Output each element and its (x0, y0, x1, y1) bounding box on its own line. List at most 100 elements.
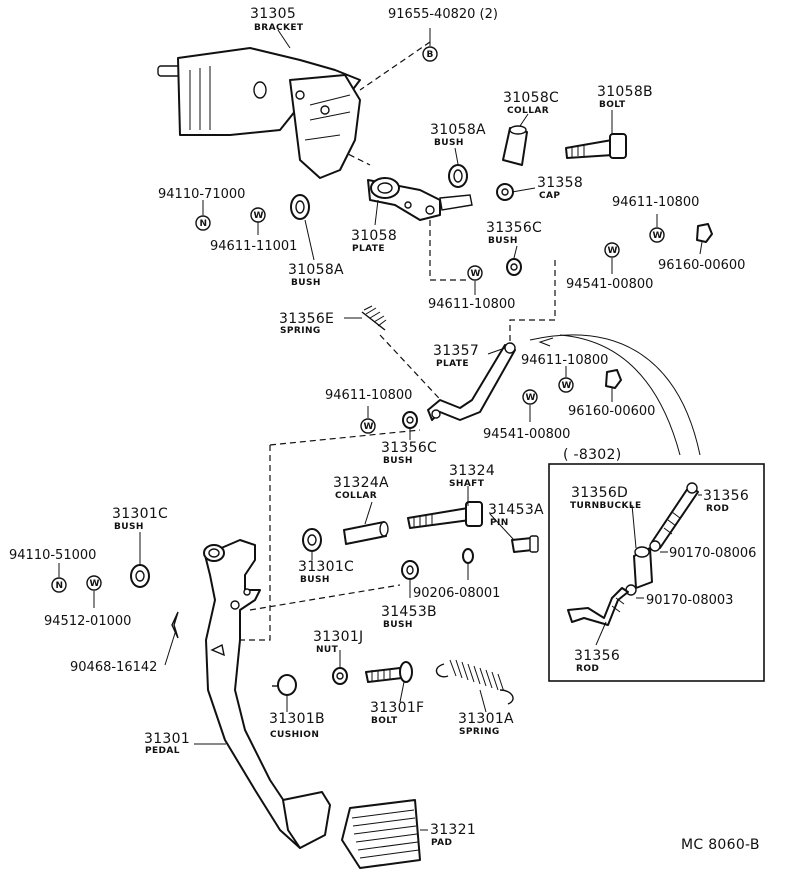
bush-31356c-top (506, 258, 522, 276)
marker-w-text: W (653, 231, 663, 241)
shaft-31324 (407, 501, 483, 529)
label-94611-10800-d: 94611-10800 (325, 388, 412, 403)
nut-96160-00600-b (605, 369, 622, 389)
label-31058a-bot: 31058A (288, 262, 344, 278)
marker-n-text: N (200, 219, 208, 229)
label-94541-00800-a: 94541-00800 (566, 277, 653, 292)
label-91655-40820: 91655-40820 (2) (388, 7, 498, 22)
marker-w-icon (649, 227, 665, 243)
marker-w-icon (86, 575, 102, 591)
label-31301j: 31301J (313, 629, 363, 645)
label-31356-bot-name: ROD (576, 664, 599, 674)
label-31356d-name: TURNBUCKLE (570, 501, 642, 511)
bush-31058a-upper (448, 164, 468, 188)
spring-31301a (435, 659, 514, 705)
inset-range-label: ( -8302) (563, 447, 621, 463)
part-labels: 31305 BRACKET 91655-40820 (2) 31058C COL… (9, 6, 760, 853)
pin-31453a (511, 535, 539, 553)
label-31356e-name: SPRING (280, 326, 321, 336)
label-31356-top: 31356 (703, 488, 749, 504)
marker-w-text: W (471, 269, 481, 279)
pad-31321 (341, 799, 421, 869)
label-31301f: 31301F (370, 700, 424, 716)
label-31058b-name: BOLT (599, 100, 626, 110)
label-31058-name: PLATE (352, 244, 385, 254)
bolt-31058b (565, 133, 627, 159)
label-31301b: 31301B (269, 711, 325, 727)
label-94611-11001: 94611-11001 (210, 239, 297, 254)
marker-w-text: W (608, 246, 618, 256)
marker-w-text: W (562, 381, 572, 391)
label-31453a-name: PIN (490, 518, 509, 528)
bush-31453b (401, 560, 419, 580)
label-31356e: 31356E (279, 311, 334, 327)
label-31301c-left: 31301C (112, 506, 168, 522)
label-31453b: 31453B (381, 604, 437, 620)
label-96160-00600-b: 96160-00600 (568, 404, 655, 419)
label-31321: 31321 (430, 822, 476, 838)
marker-w-icon (522, 389, 538, 405)
label-31301a-name: SPRING (459, 727, 500, 737)
label-31356c-top: 31356C (486, 220, 542, 236)
symbol-markers: B N W W W W W W W N W (51, 46, 665, 593)
label-31301b-name: CUSHION (270, 730, 319, 740)
label-31324a: 31324A (333, 475, 389, 491)
label-31356d: 31356D (571, 485, 628, 501)
label-31356c-top-name: BUSH (488, 236, 518, 246)
cap-31358 (496, 183, 514, 201)
label-90206-08001: 90206-08001 (413, 586, 500, 601)
marker-w-icon (604, 242, 620, 258)
bolt-31301f (365, 661, 413, 683)
clip-90468-16142 (171, 611, 179, 639)
marker-n-text: N (56, 581, 64, 591)
marker-b-text: B (427, 50, 434, 60)
marker-n-icon (195, 215, 211, 231)
label-31058: 31058 (351, 228, 397, 244)
inset-box (548, 463, 765, 682)
collar-31324a (343, 521, 389, 545)
bush-31058a-lower (290, 194, 310, 220)
label-96160-00600-a: 96160-00600 (658, 258, 745, 273)
label-31358: 31358 (537, 175, 583, 191)
pedal-31301 (203, 539, 331, 849)
nut-96160-00600-a (696, 223, 713, 243)
label-31301: 31301 (144, 731, 190, 747)
marker-w-icon (558, 377, 574, 393)
label-94541-00800-b: 94541-00800 (483, 427, 570, 442)
bush-31301c-left (130, 564, 150, 588)
label-31058c: 31058C (503, 90, 559, 106)
cushion-31301b (272, 674, 297, 696)
label-94611-10800-c: 94611-10800 (521, 353, 608, 368)
label-31305-name: BRACKET (254, 23, 304, 33)
label-31356c-mid: 31356C (381, 440, 437, 456)
label-31356c-mid-name: BUSH (383, 456, 413, 466)
marker-w-icon (467, 265, 483, 281)
footer-code: MC 8060-B (681, 837, 760, 853)
bracket-31305 (157, 47, 361, 179)
label-31058b: 31058B (597, 84, 653, 100)
label-31453a: 31453A (488, 502, 544, 518)
label-94110-51000: 94110-51000 (9, 548, 96, 563)
label-31358-name: CAP (539, 191, 560, 201)
label-31301-name: PEDAL (145, 746, 180, 756)
leader-lines (58, 28, 703, 831)
label-31058a-top-name: BUSH (434, 138, 464, 148)
label-31324: 31324 (449, 463, 495, 479)
label-31356-top-name: ROD (706, 504, 729, 514)
label-31058a-top: 31058A (430, 122, 486, 138)
label-31301a: 31301A (458, 711, 514, 727)
label-31357: 31357 (433, 343, 479, 359)
marker-n-icon (51, 577, 67, 593)
nut-31301j (332, 667, 348, 685)
label-31453b-name: BUSH (383, 620, 413, 630)
label-90170-08003: 90170-08003 (646, 593, 733, 608)
marker-w-icon (360, 418, 376, 434)
washer-90206-08001 (462, 548, 474, 564)
collar-31058c (502, 125, 528, 166)
marker-w-text: W (526, 393, 536, 403)
bush-31301c-mid (302, 528, 322, 552)
marker-w-text: W (364, 422, 374, 432)
label-94110-71000: 94110-71000 (158, 187, 245, 202)
label-31301f-name: BOLT (371, 716, 398, 726)
label-31301c-mid: 31301C (298, 559, 354, 575)
